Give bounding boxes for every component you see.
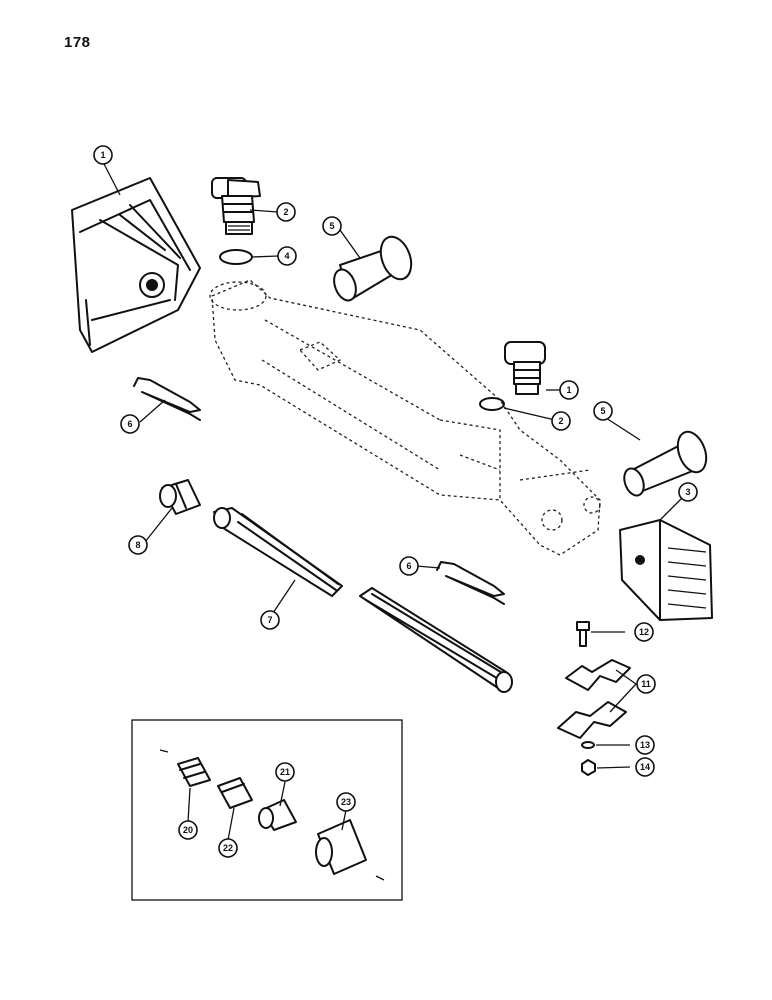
callout-number: 20 [183, 825, 193, 835]
callout-number: 23 [341, 797, 351, 807]
callout-number: 22 [223, 843, 233, 853]
callout-13: 13 [635, 735, 655, 755]
coupling-part-23 [315, 819, 367, 875]
callout-20: 20 [178, 820, 198, 840]
callout-21: 21 [275, 762, 295, 782]
callout-circle [93, 145, 113, 165]
callout-2: 2 [276, 202, 296, 222]
callout-circle [636, 674, 656, 694]
callout-circle [634, 622, 654, 642]
callout-number: 2 [283, 207, 288, 217]
callout-circle [593, 401, 613, 421]
fitting-part-21 [258, 799, 297, 831]
callout-number: 8 [135, 540, 140, 550]
bolt-part-12 [576, 621, 590, 647]
callout-circle [635, 757, 655, 777]
pin-part-5-top [333, 235, 413, 302]
callout-number: 4 [284, 251, 289, 261]
bracket-plate-part-3 [619, 519, 713, 621]
callout-11: 11 [636, 674, 656, 694]
callout-4: 4 [277, 246, 297, 266]
pin-part-5-right [623, 430, 708, 497]
o-ring-part-2-top [219, 249, 253, 265]
callout-number: 5 [329, 221, 334, 231]
callout-circle [260, 610, 280, 630]
clamp-part-11 [557, 659, 631, 739]
callout-6: 6 [399, 556, 419, 576]
callout-circle [635, 735, 655, 755]
callout-circle [551, 411, 571, 431]
callout-7: 7 [260, 610, 280, 630]
callout-number: 6 [127, 419, 132, 429]
callout-number: 12 [639, 627, 649, 637]
callout-circle [277, 246, 297, 266]
callout-23: 23 [336, 792, 356, 812]
callout-circle [559, 380, 579, 400]
callout-1: 1 [93, 145, 113, 165]
elbow-fitting-part-1-right [504, 341, 546, 395]
callout-14: 14 [635, 757, 655, 777]
washer-part-13 [581, 741, 595, 749]
hose-part-7 [213, 507, 513, 693]
callout-1: 1 [559, 380, 579, 400]
callout-number: 5 [600, 406, 605, 416]
callout-circle [276, 202, 296, 222]
callout-5: 5 [322, 216, 342, 236]
leader-lines [102, 161, 683, 841]
hairpin-clip-part-6-left [133, 377, 201, 421]
fitting-part-20 [177, 757, 211, 787]
callout-22: 22 [218, 838, 238, 858]
callout-6: 6 [120, 414, 140, 434]
elbow-fitting-part-1-top [211, 177, 261, 235]
callout-circle [128, 535, 148, 555]
o-ring-part-2-right [479, 397, 505, 411]
anchor-bracket-part-4 [71, 177, 201, 353]
callout-2: 2 [551, 411, 571, 431]
callout-circle [218, 838, 238, 858]
callout-12: 12 [634, 622, 654, 642]
callout-number: 6 [406, 561, 411, 571]
callout-number: 3 [685, 487, 690, 497]
callout-circle [178, 820, 198, 840]
callout-circle [322, 216, 342, 236]
callout-number: 21 [280, 767, 290, 777]
fitting-part-22 [217, 777, 253, 809]
hydraulic-cylinder [209, 279, 601, 556]
callout-number: 11 [641, 679, 651, 689]
page-number: 178 [64, 34, 91, 51]
callout-number: 1 [100, 150, 105, 160]
callout-number: 2 [558, 416, 563, 426]
callout-circle [336, 792, 356, 812]
callout-number: 7 [267, 615, 272, 625]
inset-fittings-box [131, 719, 403, 901]
callout-number: 14 [640, 762, 650, 772]
callout-3: 3 [678, 482, 698, 502]
callout-8: 8 [128, 535, 148, 555]
callout-circle [399, 556, 419, 576]
adapter-part-8 [159, 479, 201, 515]
callout-number: 1 [566, 385, 571, 395]
callout-circle [120, 414, 140, 434]
hairpin-clip-part-6-center [436, 561, 505, 605]
callout-circle [275, 762, 295, 782]
callout-circle [678, 482, 698, 502]
nut-part-14 [581, 759, 596, 776]
callout-number: 13 [640, 740, 650, 750]
callout-5: 5 [593, 401, 613, 421]
